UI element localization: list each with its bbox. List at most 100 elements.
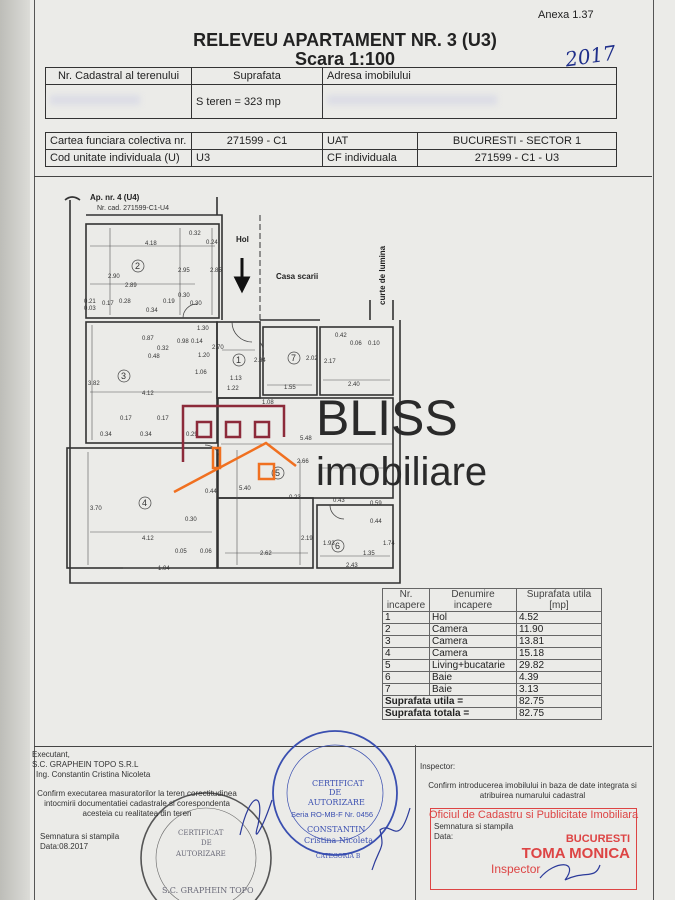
room-area-cell: 15.18: [516, 647, 602, 660]
plan-frame: [34, 176, 652, 747]
ocpi-stamp-role: Inspector: [491, 862, 541, 876]
stamp-text: S.C. GRAPHEIN TOPO: [162, 886, 254, 895]
uat-value: BUCURESTI - SECTOR 1: [417, 132, 617, 150]
room-2-walls: [85, 223, 220, 319]
total-area-row: Suprafata totala =82.75: [382, 707, 602, 720]
stamp-text: DE: [329, 788, 341, 797]
land-table: Nr. Cadastral al terenului Suprafata Adr…: [45, 67, 617, 119]
ocpi-stamp-name: TOMA MONICA: [521, 845, 630, 862]
room-number-cell: 3: [382, 635, 430, 648]
inspector-section: Inspector: Confirm introducerea imobilul…: [420, 762, 645, 842]
stamp-text: AUTORIZARE: [307, 798, 365, 807]
dimension-label: 0.23: [289, 495, 301, 501]
room-area-cell: 3.13: [516, 683, 602, 696]
dimension-label: 2.02: [306, 356, 318, 362]
header-surface: Suprafata: [191, 67, 323, 85]
room-7-walls: [262, 326, 318, 396]
dimension-label: 1.30: [197, 326, 209, 332]
dimension-label: 3.82: [88, 381, 100, 387]
surface-value: S teren = 323 mp: [191, 84, 323, 119]
dimension-label: 2.90: [108, 274, 120, 280]
room-number: 6: [335, 541, 340, 551]
dimension-label: 2.89: [125, 283, 137, 289]
stamp-text: AUTORIZARE: [175, 850, 226, 858]
dimension-label: 5.40: [239, 486, 251, 492]
area-table: Nr. incapere Denumire incapere Suprafata…: [382, 588, 602, 720]
inspector-date: Data:: [434, 832, 454, 841]
room-number: 1: [236, 355, 241, 365]
blue-certificate-stamp: CERTIFICAT DE AUTORIZARE Seria RO-MB-F N…: [272, 730, 398, 860]
room-area-cell: 11.90: [516, 623, 602, 636]
room-name-cell: Baie: [429, 683, 517, 696]
signatures: [239, 799, 601, 881]
room-number-cell: 5: [382, 659, 430, 672]
room-numbers: 1 2 3 4 5 6 7: [117, 259, 345, 553]
dimension-label: 1.04: [158, 566, 170, 572]
dimension-label: 3.70: [90, 506, 102, 512]
executant-label: Executant,: [32, 750, 70, 759]
room-number-cell: 2: [382, 623, 430, 636]
dimension-label: 2.43: [346, 563, 358, 569]
watermark-brand: BLISS: [316, 390, 458, 446]
inspector-signature-label: Semnatura si stampila: [434, 822, 514, 831]
dimension-label: 1.22: [227, 386, 239, 392]
dimension-label: 0.48: [148, 354, 160, 360]
dimension-label: 2.70: [212, 345, 224, 351]
light-court-label: curte de lumina: [378, 245, 387, 305]
dimension-label: 2.17: [324, 359, 336, 365]
room-6-walls: [316, 504, 394, 569]
total-area-value: 82.75: [516, 707, 602, 720]
address-value-redacted: [322, 84, 617, 119]
room-number: 7: [291, 353, 296, 363]
dimension-label: 1.06: [195, 370, 207, 376]
dimension-label: 0.30: [190, 301, 202, 307]
scale-text: Scara 1:100: [294, 49, 396, 69]
header-useful-area: Suprafata utila [mp]: [516, 588, 602, 612]
dimension-label: 0.34: [100, 432, 112, 438]
dimension-label: 0.24: [206, 240, 218, 246]
dimension-label: 4.12: [142, 391, 154, 397]
room-area-cell: 4.52: [516, 611, 602, 624]
dimension-label: 0.32: [157, 346, 169, 352]
dimension-label: 0.87: [142, 336, 154, 342]
dimension-label: 2.66: [297, 459, 309, 465]
inspector-label: Inspector:: [420, 762, 456, 771]
useful-area-row: Suprafata utila =82.75: [382, 695, 602, 708]
dimension-label: 0.03: [84, 306, 96, 312]
page-title: RELEVEU APARTAMENT NR. 3 (U3) Scara 1:10…: [150, 31, 540, 69]
dimension-label: 2.85: [210, 268, 222, 274]
useful-area-value: 82.75: [516, 695, 602, 708]
dimension-label: 0.05: [175, 549, 187, 555]
dimension-label: 0.14: [191, 339, 203, 345]
dimension-label: 0.30: [185, 517, 197, 523]
dimension-labels: 4.18 0.32 0.24 2.90 2.95 2.85 2.89 0.21 …: [84, 231, 395, 572]
document-frame: [34, 0, 654, 900]
neighbor-apartment-label: Ap. nr. 4 (U4): [90, 193, 140, 202]
executant-date: Data:08.2017: [40, 842, 89, 851]
dimension-label: 1.13: [230, 376, 242, 382]
bottom-divider: [415, 745, 416, 900]
cf-individual-value: 271599 - C1 - U3: [417, 149, 617, 167]
useful-area-label: Suprafata utila =: [382, 695, 517, 708]
dimension-label: 0.59: [370, 501, 382, 507]
ocpi-stamp-office: Oficiul de Cadastru si Publicitate Imobi…: [429, 809, 639, 821]
room-name-cell: Camera: [429, 623, 517, 636]
ocpi-stamp-city: BUCURESTI: [565, 833, 630, 845]
room-name-cell: Camera: [429, 635, 517, 648]
executant-section: Executant, S.C. GRAPHEIN TOPO S.R.L Ing.…: [32, 750, 277, 852]
ocpi-stamp: Oficiul de Cadastru si Publicitate Imobi…: [429, 808, 639, 890]
stamp-text: CERTIFICAT: [178, 829, 224, 837]
annex-label: Anexa 1.37: [538, 9, 594, 21]
cf-label: Cartea funciara colectiva nr.: [45, 132, 192, 150]
dimension-label: 0.17: [120, 416, 132, 422]
entrance-arrow-icon: [233, 258, 251, 294]
dimension-label: 0.34: [140, 432, 152, 438]
room-5-lower-walls: [217, 497, 314, 569]
